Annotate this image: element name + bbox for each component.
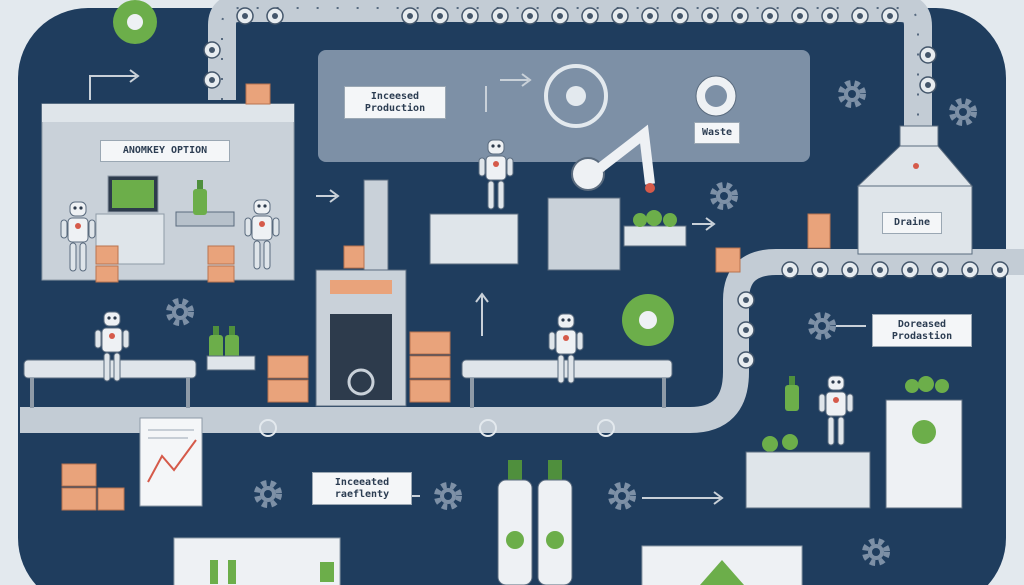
waste-label: Waste	[694, 122, 740, 144]
automation-option-label: ANOMKEY OPTION	[100, 140, 230, 162]
decreased-production-label: Doreased Prodastion	[872, 314, 972, 347]
increased-profitability-label: Inceeated raeflenty	[312, 472, 412, 505]
drains-label: Draine	[882, 212, 942, 234]
increased-production-label: Inceesed Production	[344, 86, 446, 119]
